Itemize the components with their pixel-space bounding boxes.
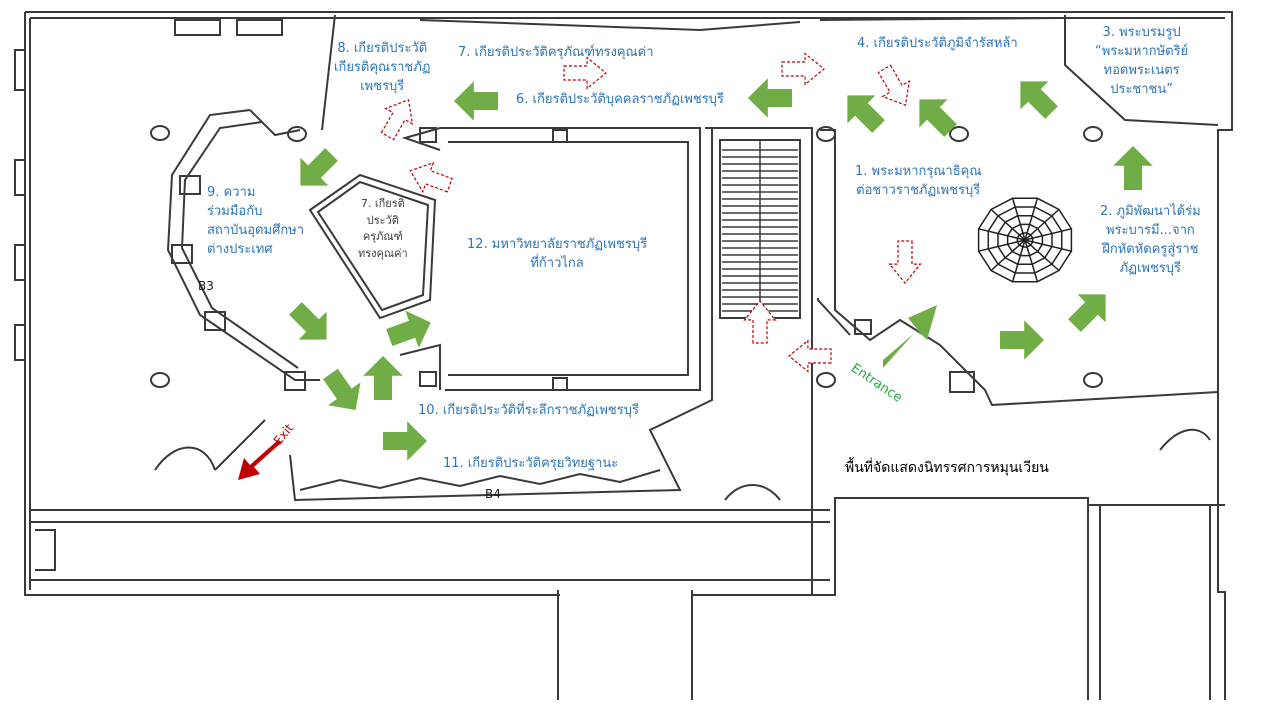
- label-z12: 12. มหาวิทยาลัยราชภัฏเพชรบุรีที่ก้าวไกล: [467, 237, 648, 271]
- flow-arrow: [1113, 146, 1153, 190]
- label-z8: 8. เกียรติประวัติเกียรติคุณราชภัฏเพชรบุร…: [334, 41, 431, 94]
- dashed-arrow: [743, 300, 777, 344]
- label-z11: 11. เกียรติประวัติครุยวิทยฐานะ: [443, 456, 619, 471]
- flow-arrow: [363, 356, 403, 400]
- dashed-arrow: [563, 56, 607, 90]
- wheel-spoke: [1011, 198, 1026, 241]
- flow-arrows: [289, 78, 1153, 461]
- label-z4: 4. เกียรติประวัติภูมิจำรัสหล้า: [857, 36, 1018, 51]
- label-b3: B3: [198, 279, 214, 293]
- dashed-arrow: [380, 98, 414, 141]
- label-b4: B4: [485, 487, 501, 501]
- entrance-arrow: [883, 305, 937, 368]
- flow-arrow: [1068, 294, 1106, 332]
- exit-arrow: [238, 440, 282, 480]
- staircase: [722, 140, 798, 318]
- wheel-spoke: [990, 239, 1026, 272]
- flow-arrow: [919, 99, 957, 137]
- wheel-spoke: [1011, 239, 1026, 282]
- label-z7b: 7. เกียรติประวัติครุภัณฑ์ทรงคุณค่า: [358, 197, 408, 260]
- label-z9: 9. ความร่วมมือกับสถาบันอุดมศึกษาต่างประเ…: [207, 185, 305, 257]
- label-z1: 1. พระมหากรุณาธิคุณต่อชาวราชภัฏเพชรบุรี: [855, 164, 982, 198]
- dashed-arrows: [380, 52, 922, 373]
- dashed-arrow: [409, 161, 453, 194]
- flow-arrow: [1020, 81, 1058, 119]
- wheel-spoke: [1024, 239, 1072, 252]
- flow-arrow: [386, 310, 431, 348]
- label-z2: 2. ภูมิพัฒนาได้ร่มพระบารมี...จากฝึกหัดหั…: [1100, 204, 1201, 276]
- wheel-spoke: [978, 228, 1026, 241]
- label-z6: 6. เกียรติประวัติบุคคลราชภัฏเพชรบุรี: [516, 92, 724, 107]
- flow-arrow: [300, 148, 338, 186]
- wheel-spoke: [1024, 239, 1060, 272]
- flow-arrow: [1000, 320, 1044, 360]
- wheel-spoke: [1024, 208, 1060, 241]
- flow-arrow: [383, 421, 427, 461]
- dashed-arrow: [888, 240, 922, 284]
- label-z3: 3. พระบรมรูป“พระมหากษัตริย์ทอดพระเนตรประ…: [1095, 25, 1189, 97]
- flow-arrow: [454, 81, 498, 121]
- wheel-spoke: [978, 239, 1026, 252]
- building-walls: [14, 11, 1233, 700]
- flow-arrow: [847, 95, 885, 133]
- dashed-arrow: [781, 52, 825, 86]
- wheel-spoke: [1024, 228, 1072, 241]
- dashed-arrow: [788, 339, 832, 373]
- wheel-spoke: [1024, 198, 1039, 241]
- label-temporary-area: พื้นที่จัดแสดงนิทรรศการหมุนเวียน: [845, 460, 1049, 476]
- dashed-arrow: [877, 64, 911, 107]
- wheel-spoke: [1024, 239, 1039, 282]
- flow-arrow: [748, 78, 792, 118]
- circular-exhibit: [977, 197, 1073, 283]
- flow-arrow: [323, 368, 361, 410]
- flow-arrow: [289, 302, 327, 340]
- label-z10: 10. เกียรติประวัติที่ระลึกราชภัฏเพชรบุรี: [418, 403, 639, 418]
- label-z7: 7. เกียรติประวัติครุภัณฑ์ทรงคุณค่า: [458, 45, 654, 60]
- columns: [150, 125, 1103, 393]
- wheel-spoke: [990, 208, 1026, 241]
